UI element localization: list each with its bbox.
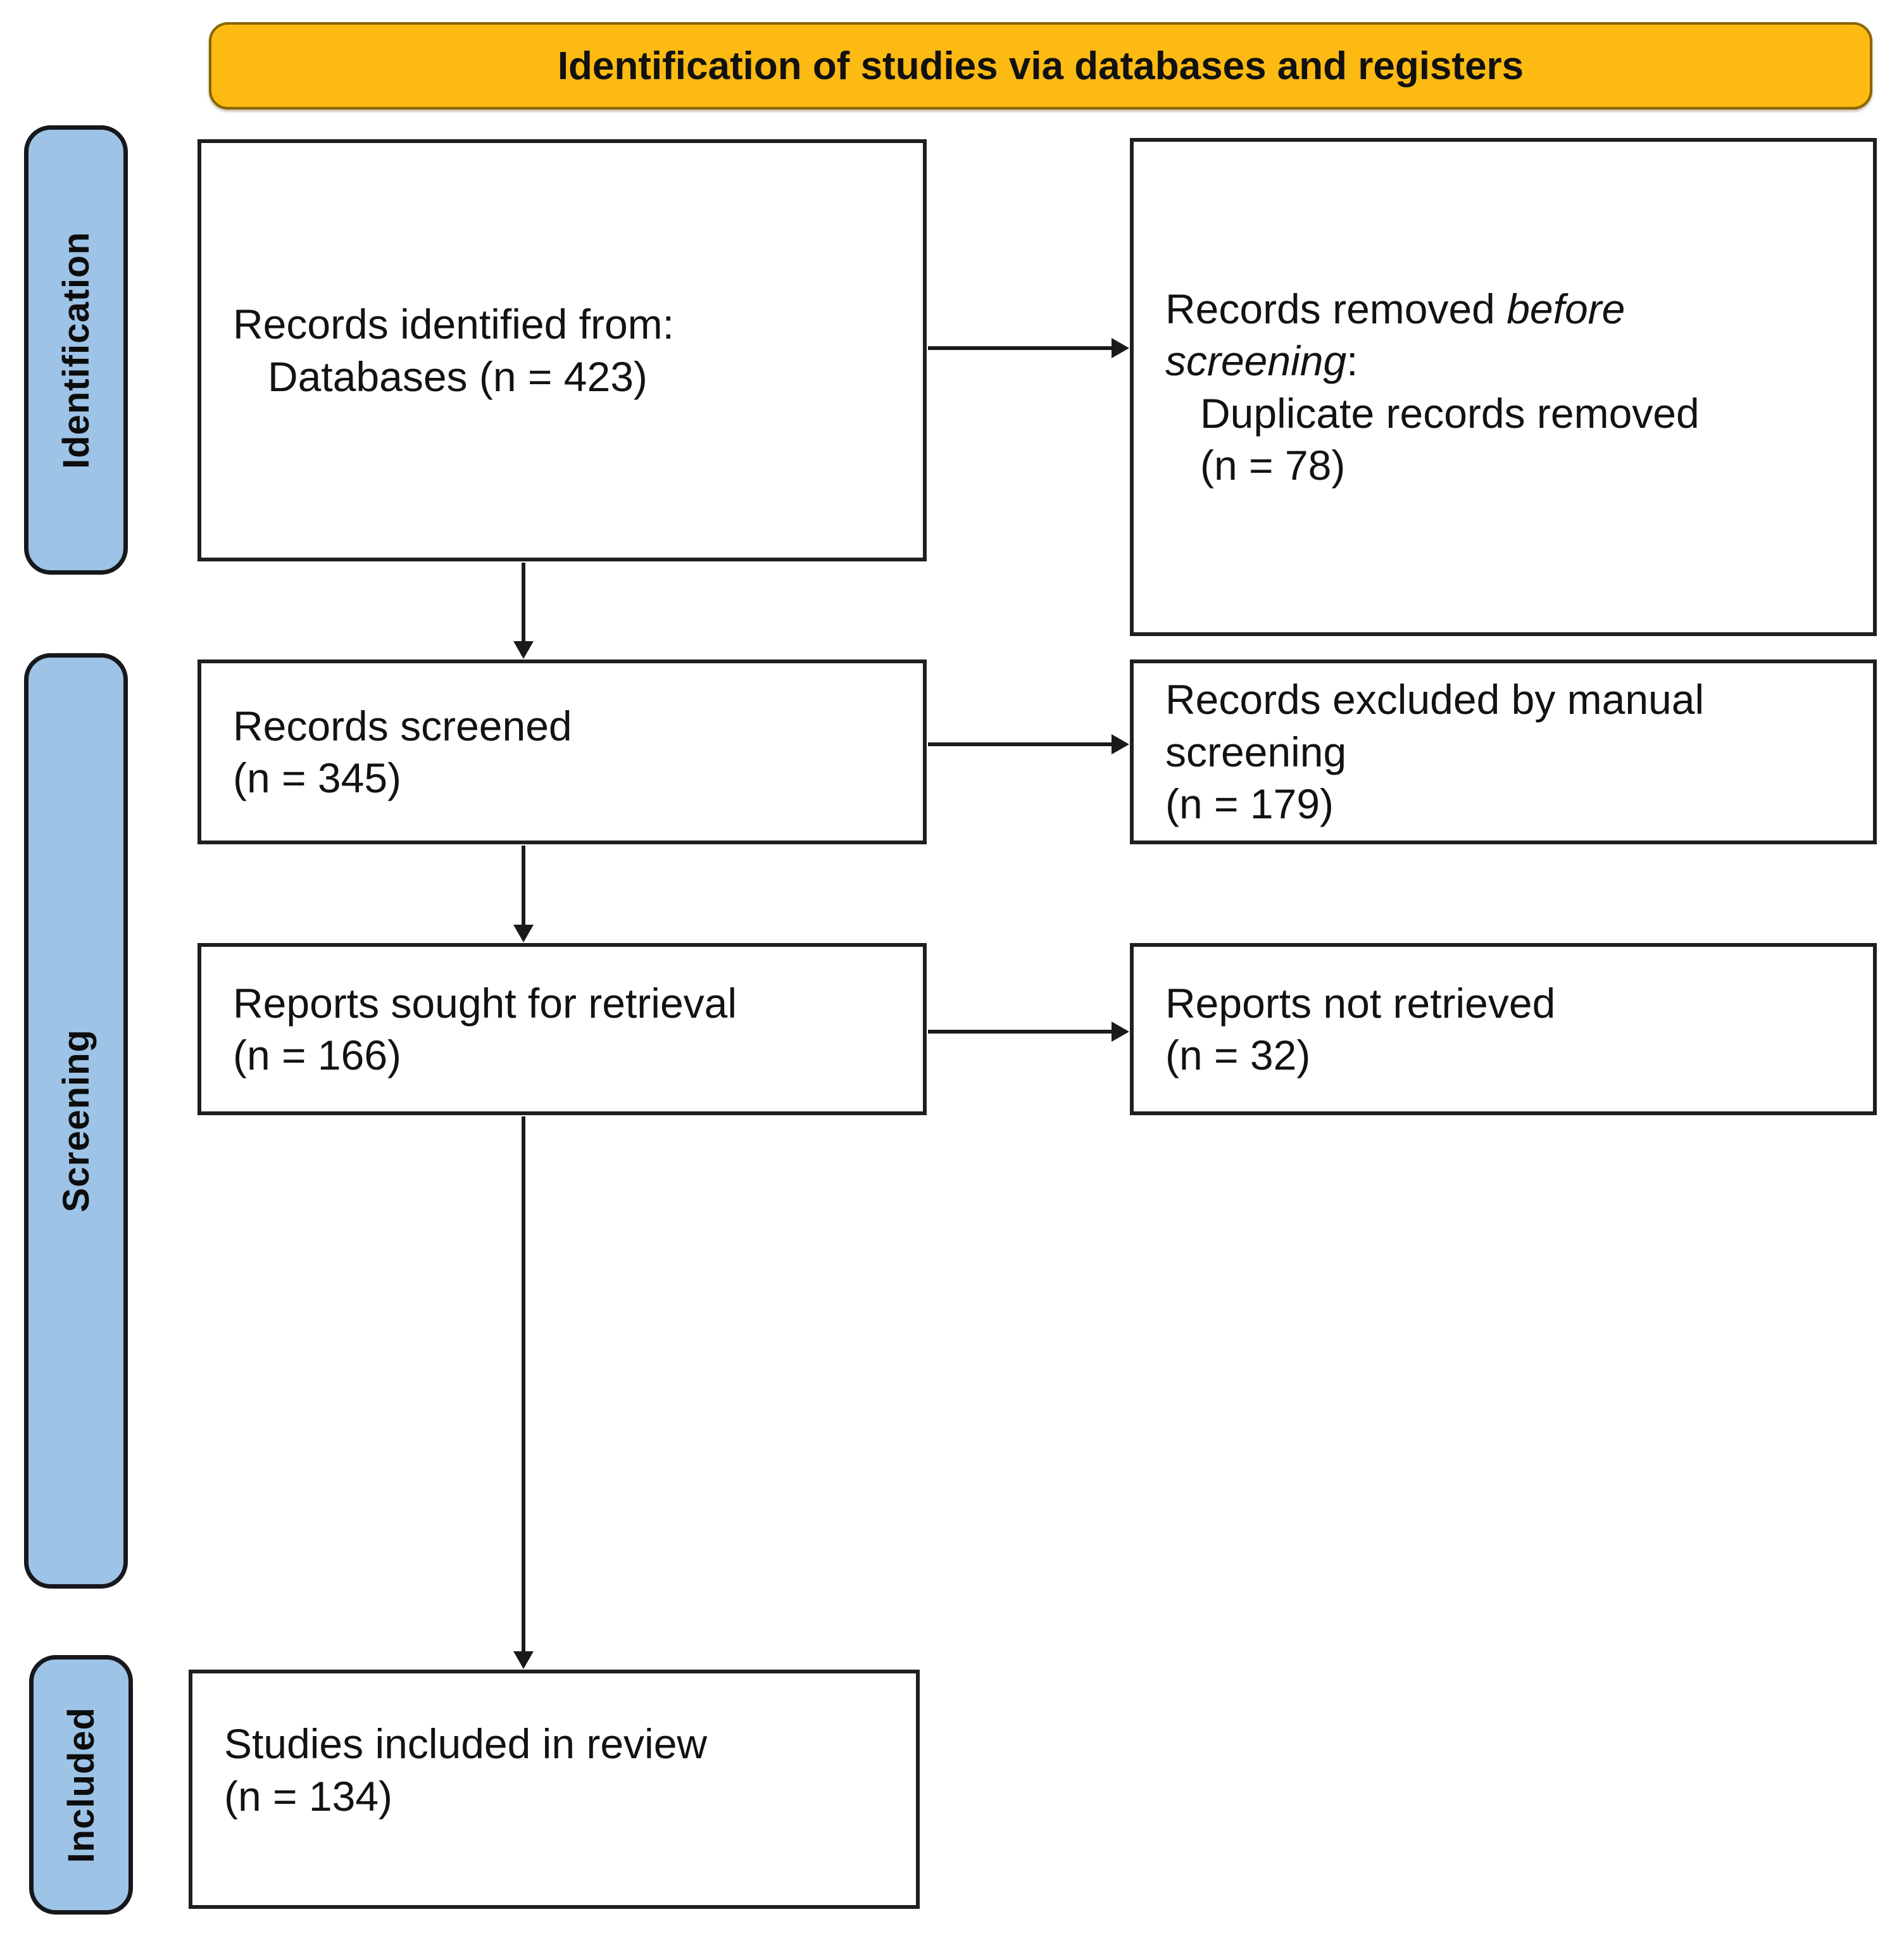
arrow-down-head-icon [513,641,534,659]
arrow-shaft [928,346,1113,350]
stage-label-included: Included [60,1706,102,1863]
stage-label-screening: Screening [55,1029,97,1213]
box-text-line: Reports not retrieved [1165,979,1556,1027]
box-text-line: screening [1165,728,1347,775]
box-reports-sought-for-retrieval: Reports sought for retrieval (n = 166) [197,943,927,1115]
box-text-line: (n = 345) [233,754,401,801]
box-text-line: Records identified from: [233,301,674,347]
arrow-screened-to-excluded [928,734,1129,755]
arrow-shaft [928,1030,1113,1034]
box-records-removed-before-screening: Records removed before screening: Duplica… [1130,138,1877,636]
arrow-sought-to-included [513,1116,534,1669]
box-text-line: screening: [1165,337,1358,384]
box-records-identified: Records identified from: Databases (n = … [197,139,927,561]
box-reports-not-retrieved: Reports not retrieved (n = 32) [1130,943,1877,1115]
stage-ribbon-identification: Identification [24,125,128,575]
arrow-screened-to-sought [513,846,534,942]
arrow-right-head-icon [1112,338,1129,358]
box-text-line: (n = 134) [224,1772,392,1820]
stage-ribbon-screening: Screening [24,653,128,1589]
stage-ribbon-included: Included [29,1655,133,1915]
arrow-shaft [522,563,525,642]
arrow-sought-to-not-retrieved [928,1021,1129,1042]
box-text-line: (n = 78) [1165,442,1346,489]
arrow-identified-to-removed [928,337,1129,359]
banner-title: Identification of studies via databases … [209,22,1872,109]
arrow-shaft [522,846,525,926]
arrow-down-head-icon [513,1651,534,1669]
box-text-line: Records removed before [1165,285,1625,332]
box-records-screened: Records screened (n = 345) [197,659,927,844]
box-text-line: Studies included in review [224,1720,708,1767]
box-text-line: Duplicate records removed [1165,389,1700,437]
arrow-right-head-icon [1112,1022,1129,1042]
box-text-line: Reports sought for retrieval [233,979,737,1027]
arrow-shaft [522,1116,525,1653]
stage-label-identification: Identification [55,231,97,469]
box-studies-included-in-review: Studies included in review (n = 134) [189,1670,920,1909]
arrow-identified-to-screened [513,563,534,659]
arrow-shaft [928,742,1113,746]
box-text-line: Records excluded by manual [1165,676,1705,723]
box-text-line: (n = 32) [1165,1032,1311,1078]
box-text-line: (n = 166) [233,1032,401,1078]
box-records-excluded: Records excluded by manual screening (n = … [1130,659,1877,844]
arrow-right-head-icon [1112,734,1129,754]
arrow-down-head-icon [513,925,534,942]
box-text-line: (n = 179) [1165,780,1334,828]
box-text-line: Records screened [233,702,572,749]
box-text-line: Databases (n = 423) [233,353,648,400]
